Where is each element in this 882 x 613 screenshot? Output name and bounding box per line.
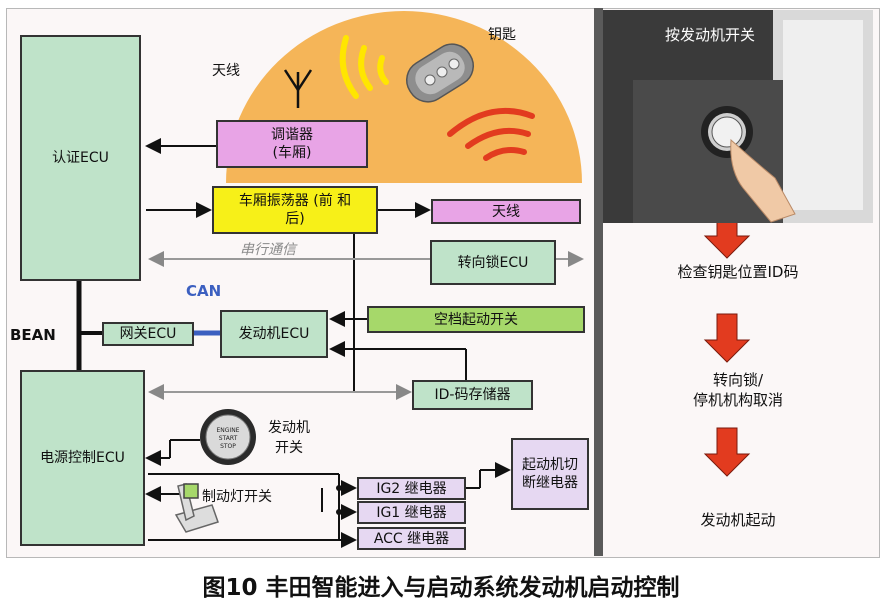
bean-label: BEAN (10, 326, 56, 344)
ig1-relay-label: IG1 继电器 (376, 504, 447, 521)
oscillator-box: 车厢振荡器 (前 和 后) (212, 186, 378, 234)
engine-ecu-label: 发动机ECU (238, 326, 310, 342)
steering-lock-ecu-label: 转向锁ECU (457, 254, 529, 271)
key-label: 钥匙 (488, 27, 516, 43)
engine-ecu-box: 发动机ECU (220, 310, 328, 358)
ig1-relay-box: IG1 继电器 (357, 501, 466, 524)
starter-cut-relay-label: 起动机切 断继电器 (522, 457, 578, 491)
auth-ecu-label: 认证ECU (52, 150, 109, 166)
down-arrow-icon (703, 209, 751, 477)
antenna-label: 天线 (212, 63, 240, 79)
step-steering-lock-release: 转向锁/ 停机机构取消 (692, 371, 783, 409)
oscillator-label: 车厢振荡器 (前 和 后) (238, 193, 352, 227)
gateway-ecu-box: 网关ECU (102, 322, 194, 346)
ig2-relay-label: IG2 继电器 (376, 480, 447, 497)
brake-switch-label: 制动灯开关 (202, 489, 272, 505)
acc-relay-label: ACC 继电器 (373, 530, 450, 547)
steering-lock-ecu-box: 转向锁ECU (430, 240, 556, 285)
photo-title: 按发动机开关 (665, 26, 756, 44)
svg-text:START: START (219, 435, 238, 442)
engine-switch-photo: 按发动机开关 (603, 10, 873, 223)
figure-caption: 图10 丰田智能进入与启动系统发动机启动控制 (202, 575, 680, 601)
brake-pedal-icon (174, 483, 219, 533)
power-ecu-label: 电源控制ECU (40, 450, 125, 466)
gateway-ecu-label: 网关ECU (119, 326, 177, 342)
signal-wave-icon (339, 35, 389, 99)
svg-text:STOP: STOP (220, 443, 236, 450)
start-stop-button-icon: ENGINE START STOP (200, 409, 256, 465)
signal-wave-icon (447, 107, 535, 161)
panel-divider (594, 8, 603, 556)
starter-cut-relay-box: 起动机切 断继电器 (511, 438, 589, 510)
id-memory-label: ID-码存储器 (434, 387, 511, 403)
photo-illustration (603, 10, 873, 223)
smart-key-icon (405, 43, 475, 103)
antenna-box: 天线 (431, 199, 581, 224)
power-ecu-box: 电源控制ECU (20, 370, 145, 546)
antenna-icon (283, 69, 313, 108)
neutral-start-switch-label: 空档起动开关 (434, 311, 518, 328)
tuner-box: 调谐器 (车厢) (216, 120, 368, 168)
id-memory-box: ID-码存储器 (412, 380, 533, 410)
tuner-label: 调谐器 (车厢) (271, 127, 313, 161)
serial-comm-label: 串行通信 (240, 242, 296, 258)
ig2-relay-box: IG2 继电器 (357, 477, 466, 500)
acc-relay-box: ACC 继电器 (357, 527, 466, 550)
can-label: CAN (186, 282, 222, 300)
engine-switch-label: 发动机 开关 (268, 420, 310, 456)
step-engine-start: 发动机起动 (700, 511, 776, 529)
auth-ecu-box: 认证ECU (20, 35, 141, 281)
step-check-key-id: 检查钥匙位置ID码 (677, 263, 799, 281)
neutral-start-switch-box: 空档起动开关 (367, 306, 585, 333)
antenna-box-label: 天线 (492, 203, 520, 220)
svg-text:ENGINE: ENGINE (217, 427, 240, 434)
